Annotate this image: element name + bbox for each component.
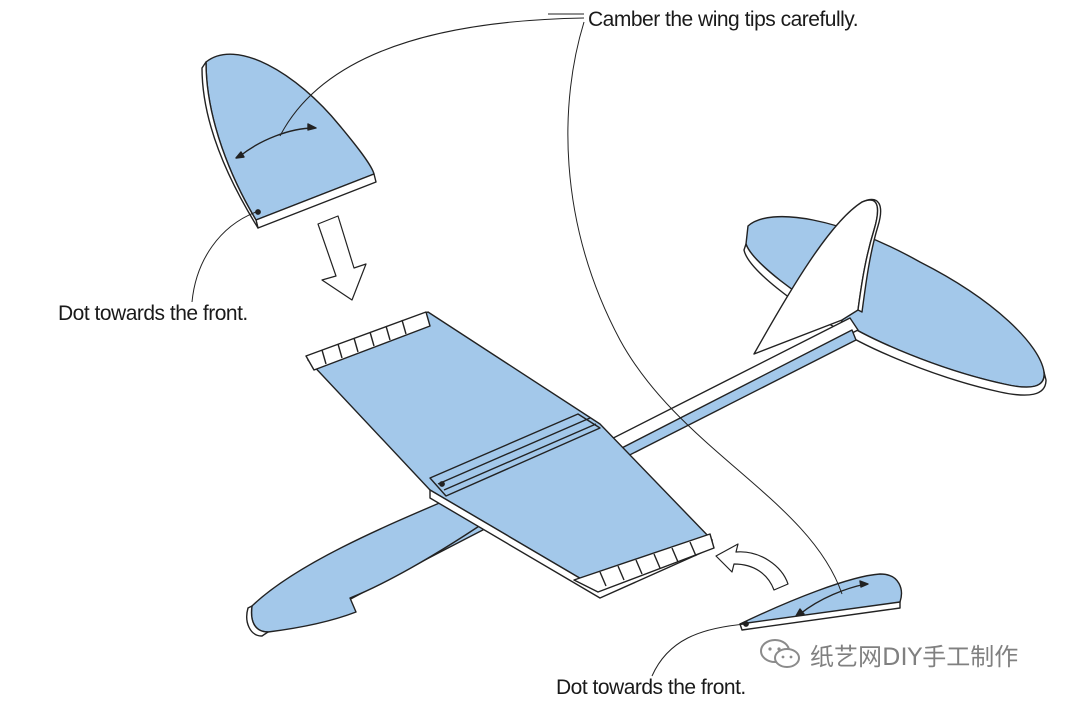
watermark: 纸艺网DIY手工制作 (758, 636, 1018, 672)
dot-front-label-left: Dot towards the front. (58, 302, 248, 325)
dot-front-label-bottom: Dot towards the front. (556, 676, 746, 699)
wing-tip-ribs-right (599, 541, 697, 587)
front-dot-upper (255, 209, 261, 215)
camber-instruction-label: Camber the wing tips carefully. (588, 8, 859, 31)
wing-tip-ribs-left (321, 319, 407, 365)
wechat-icon (760, 639, 800, 668)
wing-tip-lower-right (739, 573, 903, 631)
down-arrow-left (317, 215, 367, 301)
watermark-text: 纸艺网DIY手工制作 (810, 642, 1019, 671)
curved-arrow-right (715, 543, 789, 591)
camber-arrow-upper (239, 127, 315, 157)
vertical-fin (753, 198, 882, 355)
main-wing (305, 311, 715, 599)
leader-lines (191, 13, 843, 677)
wing-tip-upper-left (201, 53, 377, 229)
